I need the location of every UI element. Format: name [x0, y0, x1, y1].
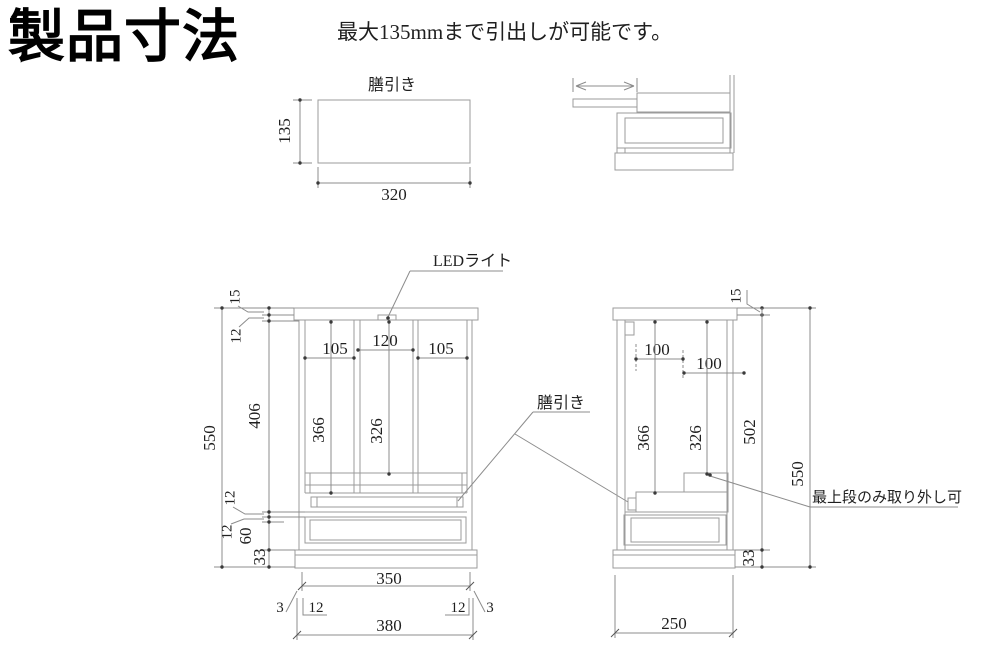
note-max-pullout: 最大135mmまで引出しが可能です。 — [337, 20, 673, 44]
page-title: 製品寸法 — [8, 6, 240, 69]
front-offset3-right: 3 — [486, 600, 494, 616]
front-board12a-dim: 12 — [228, 329, 244, 344]
front-width-center-dim: 120 — [372, 331, 398, 350]
side-depth-front-dim: 100 — [644, 340, 670, 359]
front-trayslot12-dim: 12 — [219, 525, 235, 540]
front-drawer-height-dim: 60 — [236, 528, 255, 545]
tray-height-dim: 135 — [275, 118, 294, 144]
tray-plan-view: 膳引き 135 320 — [275, 76, 472, 204]
side-elevation: 15 502 33 550 100 100 366 326 — [610, 289, 962, 638]
front-width-right-dim: 105 — [428, 339, 454, 358]
front-inner-left-dim: 366 — [309, 417, 328, 443]
front-offset3-left: 3 — [276, 600, 284, 616]
side-inner-height-dim: 502 — [740, 419, 759, 445]
tray-callout-label: 膳引き — [537, 394, 585, 412]
front-elevation: LEDライト 550 15 12 406 1 — [200, 253, 629, 640]
front-width-left-dim: 105 — [322, 339, 348, 358]
side-base-height-dim: 33 — [739, 550, 758, 567]
front-top-offset-dim: 15 — [227, 290, 243, 305]
tray-width-dim: 320 — [381, 185, 407, 204]
front-base-height-dim: 33 — [250, 549, 269, 566]
front-overall-height-dim: 550 — [200, 425, 219, 451]
front-board12b-dim: 12 — [222, 491, 238, 506]
tray-label: 膳引き — [368, 76, 416, 94]
tray-pullout-view — [572, 75, 735, 171]
led-light-label: LEDライト — [433, 253, 512, 270]
front-base-width-dim: 380 — [376, 616, 402, 635]
side-overall-height-dim: 550 — [788, 461, 807, 487]
side-bottom-depth-dim: 250 — [661, 614, 687, 633]
removable-shelf-label: 最上段のみ取り外し可 — [812, 489, 962, 506]
side-inner-back-dim: 326 — [686, 425, 705, 451]
front-body-width-dim: 350 — [376, 569, 402, 588]
pullout-arrow-icon — [572, 78, 638, 92]
front-offset12-left: 12 — [309, 600, 324, 616]
front-offset12-right: 12 — [451, 600, 466, 616]
front-inner-center-dim: 326 — [367, 418, 386, 444]
front-opening-height-dim: 406 — [245, 403, 264, 429]
side-inner-front-dim: 366 — [634, 425, 653, 451]
side-top-offset-dim: 15 — [728, 289, 744, 304]
side-depth-back-dim: 100 — [696, 354, 722, 373]
